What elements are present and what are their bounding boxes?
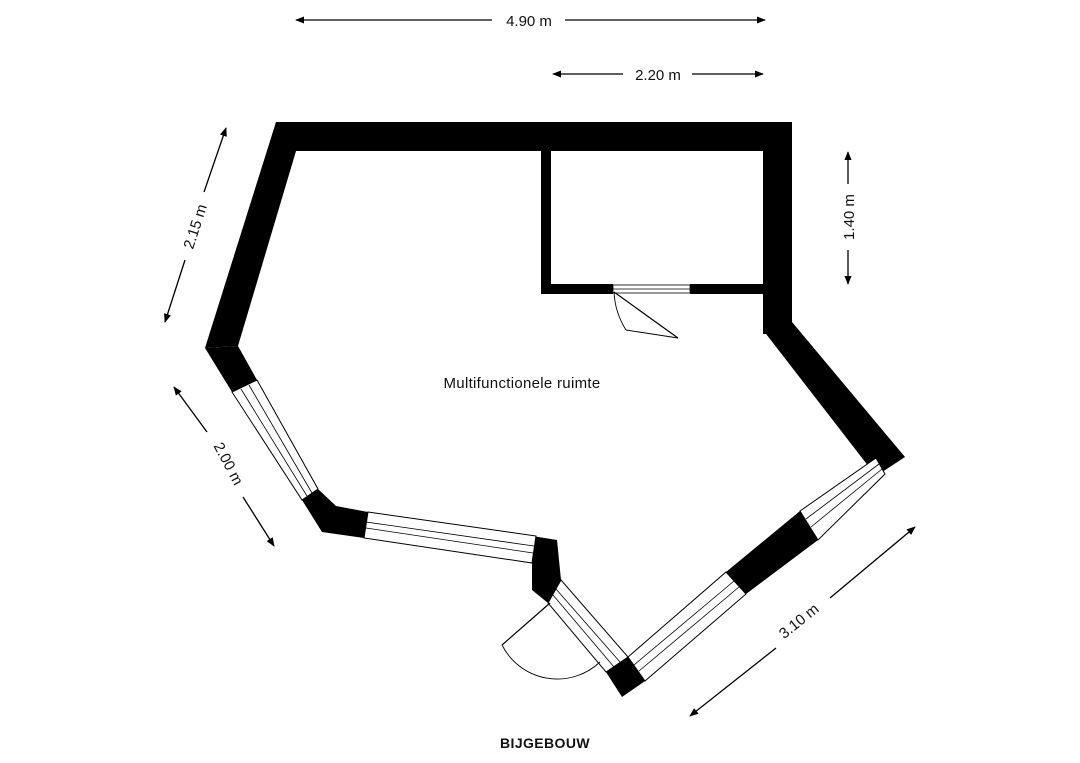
dimension-top-partial: 2.20 m — [552, 67, 764, 84]
dimension-lower-right-label: 3.10 m — [776, 600, 822, 642]
dimension-upper-left-label: 2.15 m — [181, 202, 211, 251]
walls — [205, 122, 905, 697]
dimension-upper-left: 2.15 m — [164, 127, 227, 323]
wall-closet-bottom-right — [690, 284, 764, 294]
window-bottom-right — [627, 571, 747, 682]
room-label: Multifunctionele ruimte — [444, 375, 601, 392]
dimension-lower-right: 3.10 m — [689, 526, 916, 717]
window-right — [799, 457, 886, 541]
door-closet — [612, 284, 691, 339]
dimension-right-label: 1.40 m — [841, 194, 858, 240]
dimension-top-total-label: 4.90 m — [506, 13, 552, 30]
wall-right-diagonal — [763, 322, 905, 476]
dimension-top-partial-label: 2.20 m — [635, 67, 681, 84]
wall-closet-bottom-left — [541, 284, 613, 294]
wall-right-upper — [763, 122, 792, 334]
window-bottom-door — [547, 579, 629, 673]
window-left — [231, 379, 319, 501]
wall-lower-left-corner — [302, 489, 368, 538]
wall-bottom-corner — [606, 657, 645, 697]
plan-title: BIJGEBOUW — [500, 735, 590, 751]
doors — [501, 284, 691, 680]
wall-top — [276, 122, 792, 151]
door-entrance — [501, 602, 601, 680]
window-bottom-left — [363, 511, 537, 564]
windows — [231, 379, 886, 682]
wall-left-corner — [205, 346, 257, 392]
wall-bottom-middle — [532, 536, 561, 603]
wall-lower-right — [726, 511, 818, 594]
dimension-lower-left-label: 2.00 m — [210, 440, 247, 488]
dimension-right: 1.40 m — [841, 151, 858, 285]
wall-closet-left — [541, 150, 551, 294]
wall-upper-left — [205, 122, 299, 348]
dimension-top-total: 4.90 m — [295, 13, 766, 30]
